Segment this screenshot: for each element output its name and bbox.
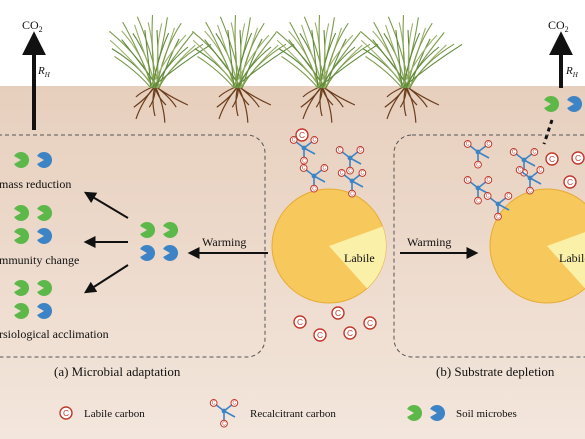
svg-text:C: C: [340, 171, 344, 177]
svg-text:C: C: [496, 214, 500, 220]
svg-text:C: C: [297, 317, 303, 327]
recalcitrant-carbon-icon: C C C: [299, 164, 329, 193]
svg-text:C: C: [549, 154, 555, 164]
labile-carbon-icon: C: [363, 316, 377, 330]
arrow-to-mass-reduction: [83, 191, 129, 219]
outcome-label: mass reduction: [0, 177, 71, 191]
caption-panel-a: (a) Microbial adaptation: [54, 364, 181, 379]
legend-soil-microbes-label: Soil microbes: [456, 408, 517, 420]
svg-text:C: C: [233, 401, 237, 407]
rh-label-right: RH: [565, 65, 579, 79]
svg-text:C: C: [539, 168, 543, 174]
outcome-mass-reduction: mass reduction: [0, 151, 71, 191]
co2-emission-left: CO2 RH: [22, 18, 51, 130]
grass-tuft-icon: [109, 15, 212, 123]
labile-carbon-icon: C: [563, 175, 577, 189]
svg-text:C: C: [350, 191, 354, 197]
caption-panel-b: (b) Substrate depletion: [436, 364, 555, 379]
legend-labile-carbon: C: [59, 406, 73, 420]
labile-carbon-icon: C: [295, 128, 309, 142]
outcome-label: mmunity change: [0, 253, 79, 267]
labile-carbon-icon: C: [313, 328, 327, 342]
svg-text:C: C: [63, 408, 69, 418]
labile-carbon-icon: C: [59, 406, 73, 420]
svg-text:C: C: [292, 138, 296, 144]
recalcitrant-carbon-icon: C C C: [463, 140, 493, 169]
svg-text:C: C: [361, 171, 365, 177]
svg-text:C: C: [528, 188, 532, 194]
svg-text:C: C: [476, 162, 480, 168]
svg-text:C: C: [466, 142, 470, 148]
grass-tuft-icon: [276, 15, 379, 123]
outcome-physiological-acclimation: rsiological acclimation: [0, 279, 109, 341]
labile-label-b: Labile: [559, 251, 585, 265]
grass-tuft-icon: [192, 15, 295, 123]
legend-labile-carbon-label: Labile carbon: [84, 408, 145, 420]
svg-text:C: C: [487, 178, 491, 184]
svg-text:C: C: [338, 148, 342, 154]
svg-text:C: C: [348, 168, 352, 174]
grass-layer: [109, 15, 463, 123]
svg-text:C: C: [486, 194, 490, 200]
legend-recalcitrant-carbon: C C C: [209, 399, 239, 428]
svg-text:C: C: [518, 168, 522, 174]
svg-text:C: C: [359, 148, 363, 154]
labile-carbon-icon: C: [343, 326, 357, 340]
svg-text:C: C: [312, 186, 316, 192]
grass-tuft-icon: [360, 15, 463, 123]
svg-text:C: C: [317, 330, 323, 340]
svg-text:C: C: [533, 150, 537, 156]
labile-carbon-icon: C: [545, 152, 559, 166]
outcome-label: rsiological acclimation: [0, 327, 109, 341]
outcome-community-change: mmunity change: [0, 204, 79, 267]
co2-label-right: CO2: [548, 18, 569, 34]
recalcitrant-carbon-icon: C C C: [483, 192, 513, 221]
labile-carbon-icon: C: [293, 315, 307, 329]
svg-text:C: C: [302, 158, 306, 164]
svg-text:C: C: [567, 177, 573, 187]
co2-emission-right: CO2 RH: [542, 18, 583, 145]
warming-label-b: Warming: [407, 235, 451, 249]
svg-text:C: C: [212, 401, 216, 407]
svg-text:C: C: [487, 142, 491, 148]
panel-b-box: [393, 134, 585, 358]
recalcitrant-carbon-icon: C C C: [209, 399, 239, 428]
recalcitrant-carbon-icon: C C C: [289, 136, 319, 165]
labile-label-a: Labile: [344, 251, 375, 265]
recalcitrant-carbon-icon: C C C: [515, 166, 545, 195]
svg-text:C: C: [367, 318, 373, 328]
labile-carbon-icon: C: [331, 306, 345, 320]
sky-background: [0, 0, 585, 86]
svg-text:C: C: [323, 166, 327, 172]
co2-label-left: CO2: [22, 18, 43, 34]
svg-text:C: C: [335, 308, 341, 318]
svg-text:C: C: [476, 198, 480, 204]
arrow-to-acclimation: [83, 264, 129, 294]
svg-text:C: C: [466, 178, 470, 184]
svg-text:C: C: [575, 153, 581, 163]
svg-text:C: C: [222, 421, 226, 427]
legend-recalcitrant-carbon-label: Recalcitrant carbon: [250, 408, 336, 420]
svg-text:C: C: [507, 194, 511, 200]
substrate-pie-a: Labile: [271, 188, 387, 304]
svg-text:C: C: [313, 138, 317, 144]
substrate-pie-b: Labile: [489, 188, 585, 304]
svg-text:C: C: [302, 166, 306, 172]
svg-text:C: C: [299, 130, 305, 140]
svg-text:C: C: [347, 328, 353, 338]
labile-carbon-icon: C: [571, 151, 585, 165]
rh-label-left: RH: [37, 65, 51, 79]
svg-text:C: C: [512, 150, 516, 156]
warming-label-a: Warming: [202, 235, 246, 249]
